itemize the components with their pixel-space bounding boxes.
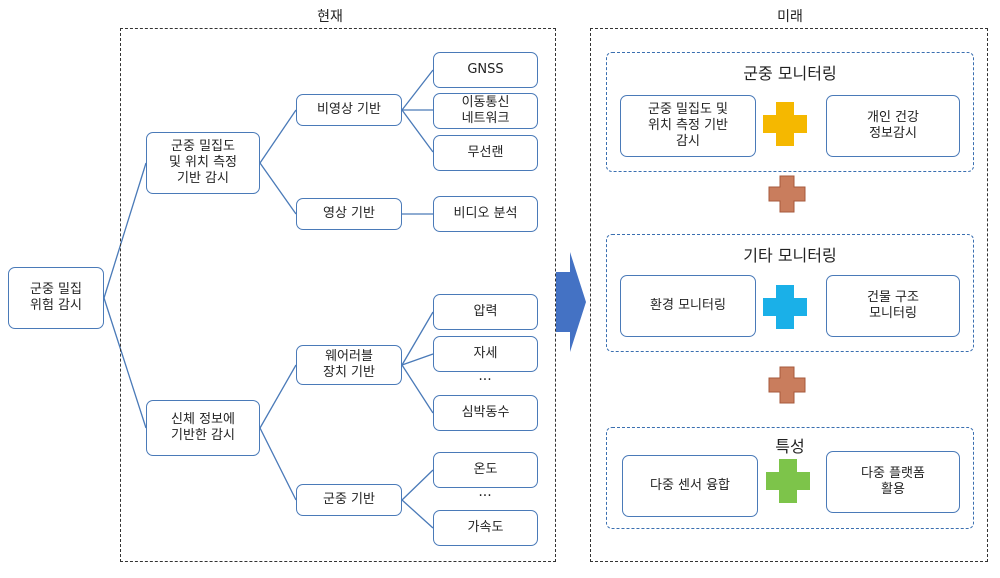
crowd-density-future-node: 군중 밀집도 및 위치 측정 기반 감시: [620, 95, 756, 157]
group-characteristics: [606, 427, 974, 529]
connector-body-crowdbased: [259, 427, 297, 501]
video-node: 영상 기반: [296, 198, 402, 230]
connector-crowd-nonvideo: [259, 109, 297, 164]
connector-crowdbased-accel: [401, 499, 434, 529]
transition-arrow: [556, 252, 586, 352]
group-crowd-monitoring: [606, 52, 974, 172]
connector-wearable-pressure: [401, 311, 434, 366]
connector-crowdbased-temp: [401, 469, 434, 501]
connector-crowd-video: [259, 162, 297, 215]
posture-node: 자세: [433, 336, 538, 372]
pressure-node: 압력: [433, 294, 538, 330]
plus-icon-bronze-2: [768, 366, 806, 404]
gnss-node: GNSS: [433, 52, 538, 88]
mobile-network-node: 이동통신 네트워크: [433, 93, 538, 129]
connector-wearable-posture: [401, 353, 434, 366]
ellipsis-wearable: ···: [478, 372, 492, 388]
connector-root-crowd: [103, 162, 147, 299]
non-video-node: 비영상 기반: [296, 94, 402, 126]
temperature-node: 온도: [433, 452, 538, 488]
future-frame: [590, 28, 988, 562]
crowd-based-node: 군중 기반: [296, 484, 402, 516]
connector-nonvideo-gnss: [401, 69, 434, 111]
multi-sensor-node: 다중 센서 융합: [622, 455, 758, 517]
heart-rate-node: 심박동수: [433, 395, 538, 431]
plus-icon-bronze-1: [768, 175, 806, 213]
environment-monitoring-node: 환경 모니터링: [620, 275, 756, 337]
wearable-node: 웨어러블 장치 기반: [296, 345, 402, 385]
ellipsis-crowd: ···: [478, 488, 492, 504]
group-other-monitoring: [606, 234, 974, 352]
present-label: 현재: [317, 9, 343, 25]
connector-wearable-heart: [401, 364, 434, 414]
plus-icon-green: [766, 459, 810, 503]
group-other-monitoring-title: 기타 모니터링: [743, 246, 837, 265]
multi-platform-node: 다중 플랫폼 활용: [826, 451, 960, 513]
video-analysis-node: 비디오 분석: [433, 196, 538, 232]
plus-icon-blue: [763, 285, 807, 329]
body-info-node: 신체 정보에 기반한 감시: [146, 400, 260, 456]
present-frame: [120, 28, 556, 562]
acceleration-node: 가속도: [433, 510, 538, 546]
connector-root-body: [103, 297, 147, 429]
wireless-lan-node: 무선랜: [433, 135, 538, 171]
group-crowd-monitoring-title: 군중 모니터링: [743, 64, 837, 83]
connector-nonvideo-wlan: [401, 109, 434, 153]
plus-icon-gold: [763, 102, 807, 146]
group-characteristics-title: 특성: [775, 437, 805, 456]
future-label: 미래: [777, 9, 803, 25]
crowd-density-node: 군중 밀집도 및 위치 측정 기반 감시: [146, 132, 260, 194]
health-info-node: 개인 건강 정보감시: [826, 95, 960, 157]
building-monitoring-node: 건물 구조 모니터링: [826, 275, 960, 337]
tree-connectors: [103, 69, 434, 529]
connector-body-wearable: [259, 364, 297, 429]
root-node: 군중 밀집 위험 감시: [8, 267, 104, 329]
